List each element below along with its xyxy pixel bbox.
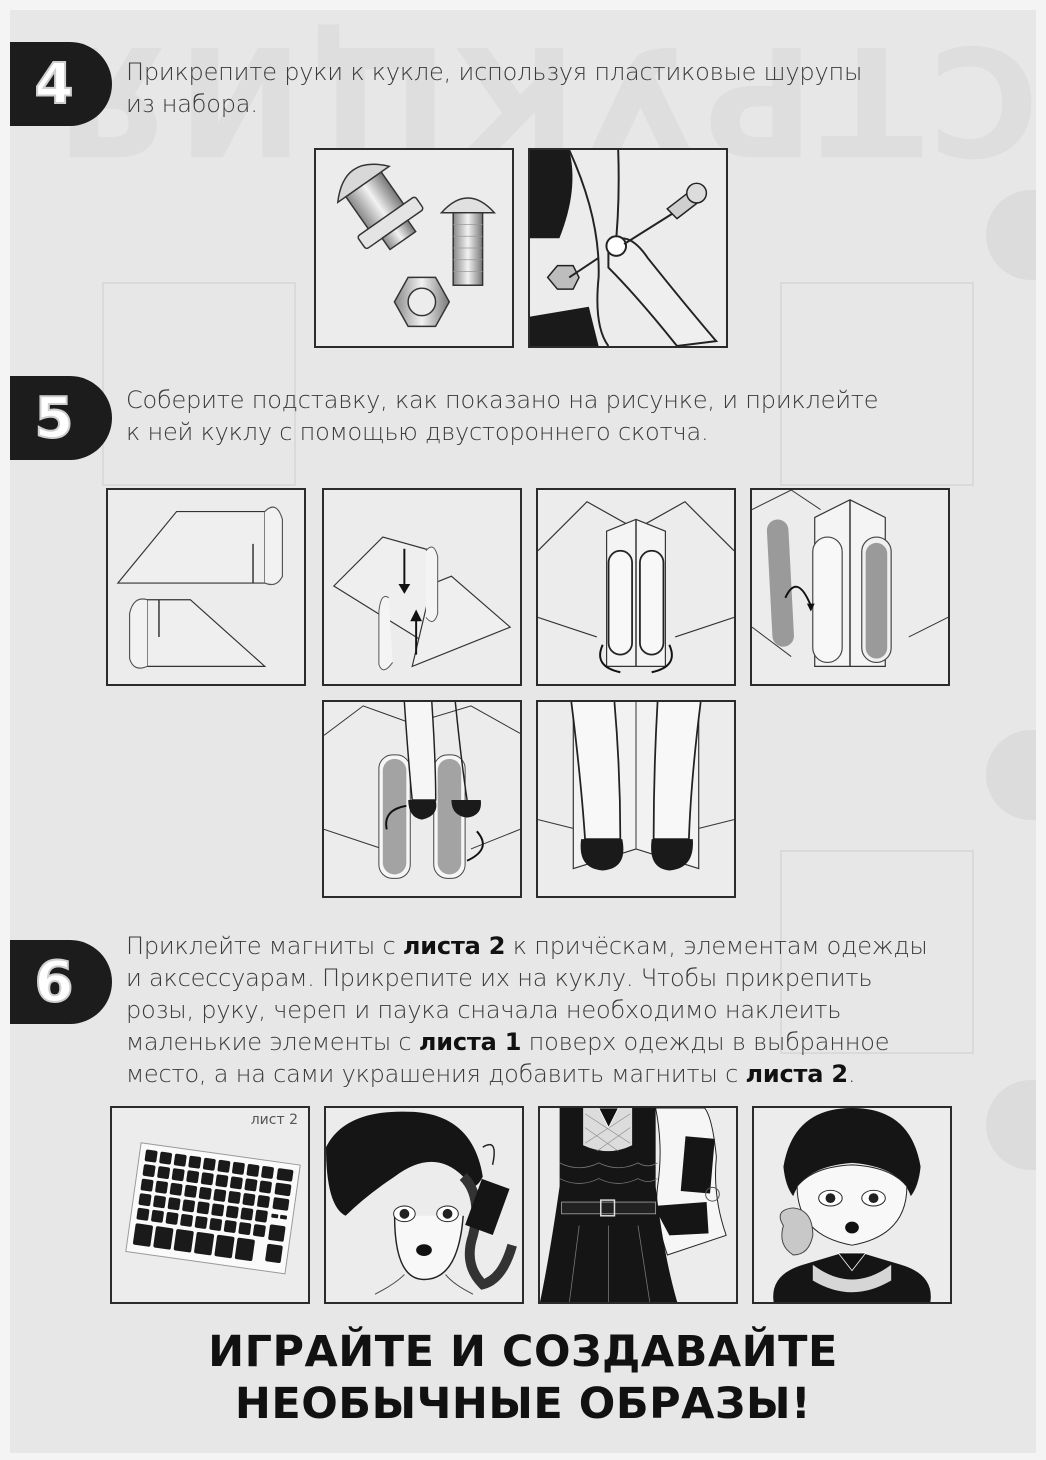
panel-stand-fold [536, 488, 736, 686]
ghost-box [780, 850, 974, 1054]
panel-magnet-sheet: лист 2 [110, 1106, 310, 1304]
magnet-sheet-illustration [125, 1142, 301, 1275]
step-4-line-1: Прикрепите руки к кукле, используя пласт… [126, 58, 863, 86]
slogan-line-2: НЕОБЫЧНЫЕ ОБРАЗЫ! [234, 1379, 812, 1429]
stand-slot-arrows-illustration [332, 536, 512, 671]
step-4-line-2: из набора. [126, 90, 258, 118]
step-number-badge: 5 [10, 376, 112, 460]
sheet-1-reference: листа 1 [418, 1028, 522, 1056]
panel-arm-attachment [528, 148, 728, 348]
panel-tape-apply [750, 488, 950, 686]
ghost-box [102, 282, 296, 486]
instruction-page: ИНСТРУКЦИЯ 4 Прикрепите руки к кукле, ис… [10, 10, 1036, 1453]
panel-screws-and-nut [314, 148, 514, 348]
panel-stand-parts [106, 488, 306, 686]
doll-feet-tape-illustration [324, 702, 520, 879]
step-4-instruction: Прикрепите руки к кукле, используя пласт… [126, 56, 862, 120]
doll-dress-illustration [540, 1108, 727, 1302]
step-6-line-4: маленькие элементы с листа 1 поверх одеж… [126, 1028, 890, 1056]
doll-hand-accessory-illustration [773, 1108, 931, 1302]
step-6-line-3: розы, руку, череп и паука сначала необхо… [126, 996, 842, 1024]
sheet-2-reference: листа 2 [745, 1060, 849, 1088]
ghost-badge [986, 1080, 1036, 1170]
step-number-badge: 4 [10, 42, 112, 126]
step-6-line-5: место, а на сами украшения добавить магн… [126, 1060, 856, 1088]
slogan: ИГРАЙТЕ И СОЗДАВАЙТЕ НЕОБЫЧНЫЕ ОБРАЗЫ! [10, 1326, 1036, 1430]
step-6-line-1: Приклейте магниты с листа 2 к причёскам,… [126, 932, 928, 960]
doll-feet-attached-illustration [538, 702, 734, 871]
panel-hand-accessory [752, 1106, 952, 1304]
sheet-2-reference: листа 2 [402, 932, 506, 960]
step-5-instruction: Соберите подставку, как показано на рису… [126, 384, 879, 448]
step-number-badge: 6 [10, 940, 112, 1024]
stand-fold-arrows-illustration [538, 501, 734, 674]
panel-dress-magnet [538, 1106, 738, 1304]
sheet-label: лист 2 [250, 1112, 298, 1128]
panel-feet-on-stand [322, 700, 522, 898]
panel-hairstyle-magnet [324, 1106, 524, 1304]
step-6-instruction: Приклейте магниты с листа 2 к причёскам,… [126, 930, 928, 1090]
double-sided-tape-illustration [752, 490, 948, 667]
panel-doll-standing [536, 700, 736, 898]
stand-pieces-illustration [116, 506, 284, 669]
screw-bolt-nut-illustration [336, 163, 497, 328]
step-5-line-1: Соберите подставку, как показано на рису… [126, 386, 879, 414]
step-6-line-2: и аксессуарам. Прикрепите их на куклу. Ч… [126, 964, 873, 992]
panel-stand-slot-join [322, 488, 522, 686]
ghost-box [780, 282, 974, 486]
doll-braid-hairstyle-illustration [326, 1111, 517, 1295]
arm-screw-attachment-illustration [530, 150, 719, 346]
ghost-badge [986, 190, 1036, 280]
ghost-badge [986, 730, 1036, 820]
step-5-line-2: к ней куклу с помощью двустороннего скот… [126, 418, 709, 446]
slogan-line-1: ИГРАЙТЕ И СОЗДАВАЙТЕ [208, 1327, 838, 1377]
